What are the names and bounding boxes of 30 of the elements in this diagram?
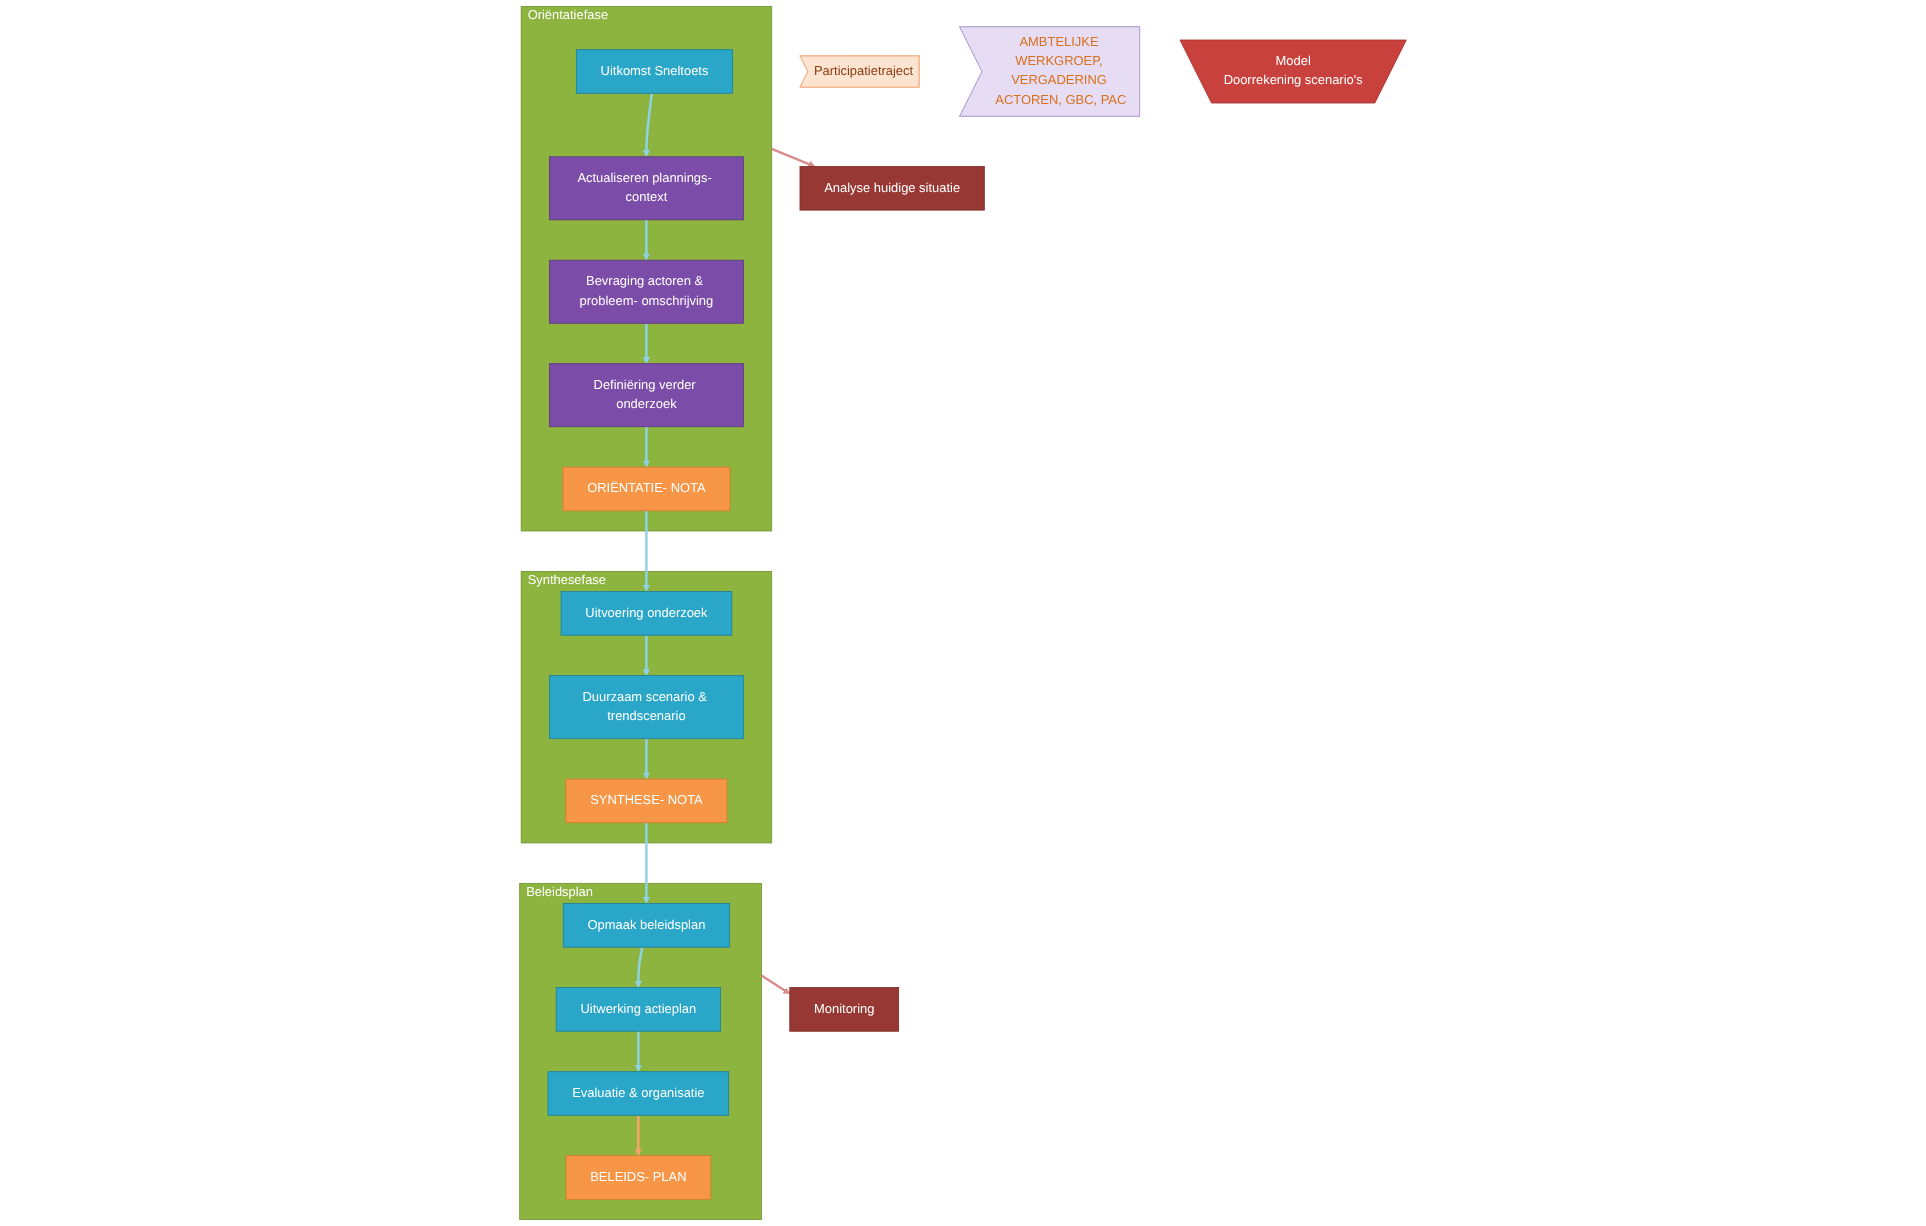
arrow xyxy=(642,738,650,780)
arrow xyxy=(634,946,644,988)
arrow xyxy=(642,93,653,158)
node-box xyxy=(549,259,744,324)
node-box xyxy=(565,1155,712,1200)
node-box xyxy=(565,778,728,824)
node-box xyxy=(575,49,734,94)
node-box xyxy=(549,156,744,221)
node-box xyxy=(562,903,731,948)
node-box xyxy=(549,675,744,740)
node-box xyxy=(562,466,731,512)
node-box xyxy=(555,987,721,1032)
arrow xyxy=(642,822,650,904)
cluster xyxy=(520,6,773,532)
arrow xyxy=(634,1115,642,1156)
node-box xyxy=(549,363,744,428)
arrow xyxy=(642,323,650,364)
arrow xyxy=(642,219,650,261)
node-box xyxy=(789,987,900,1032)
arrow xyxy=(642,510,650,592)
node-box xyxy=(799,166,985,211)
cluster xyxy=(520,570,773,844)
arrow xyxy=(771,147,816,168)
cluster xyxy=(519,882,762,1220)
arrow xyxy=(634,1031,642,1072)
arrow xyxy=(760,974,791,995)
node-box xyxy=(560,591,733,636)
arrow xyxy=(642,426,650,468)
node-box xyxy=(547,1071,730,1116)
arrow xyxy=(642,635,650,676)
